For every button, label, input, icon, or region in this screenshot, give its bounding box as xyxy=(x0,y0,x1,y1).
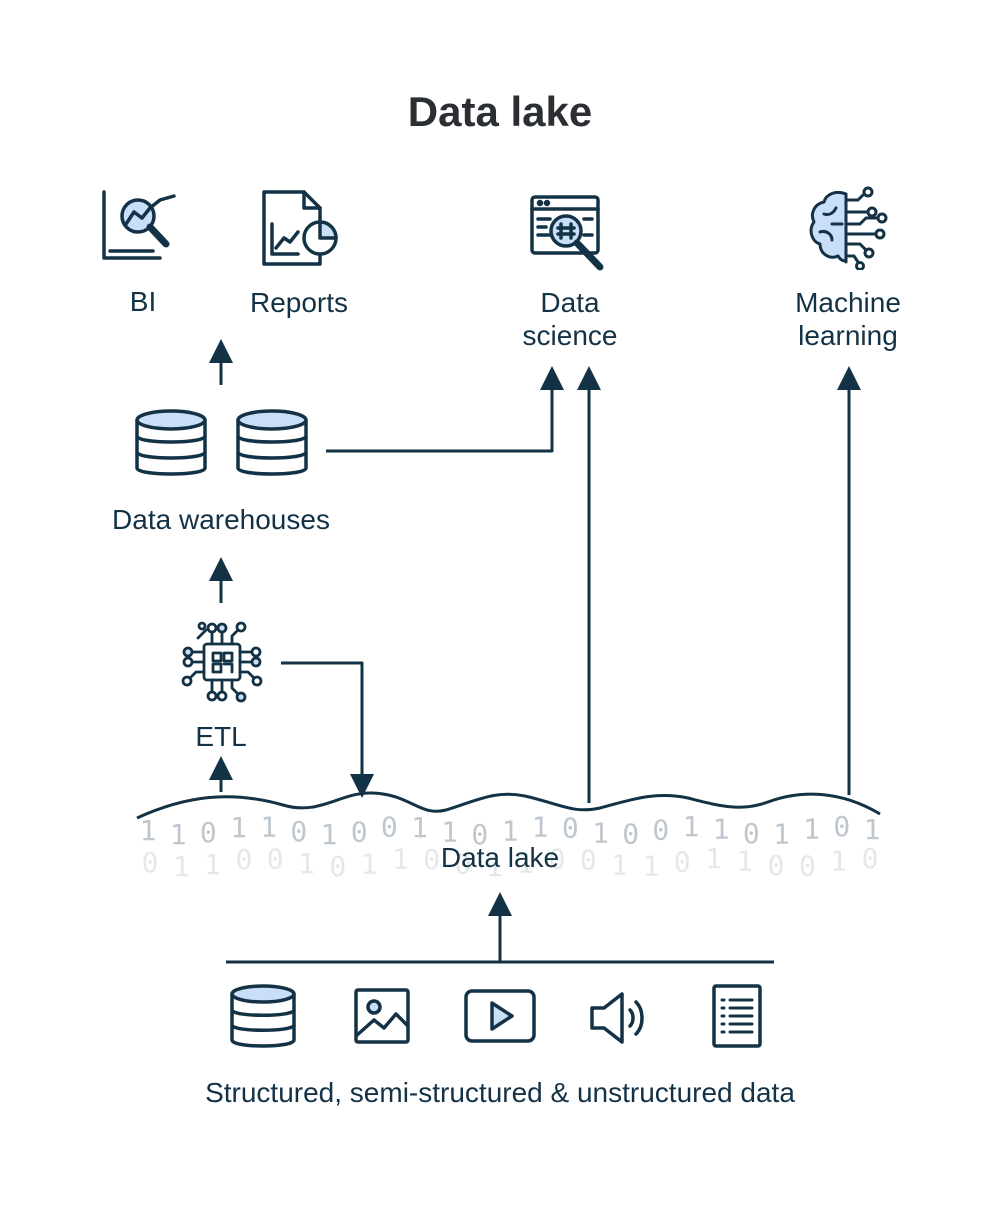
binary-top-digit: 0 xyxy=(833,810,850,843)
machine-learning-label-line-1: Machine xyxy=(795,287,901,318)
lake-wave xyxy=(136,791,881,820)
circuit-chip-icon xyxy=(181,621,263,703)
binary-top-digit: 0 xyxy=(471,818,488,851)
binary-top-digit: 0 xyxy=(652,814,669,847)
binary-top-digit: 0 xyxy=(200,816,217,849)
binary-bottom-digit: 0 xyxy=(799,849,816,882)
data-science-label: Data science xyxy=(490,286,650,352)
database-icon xyxy=(135,409,207,476)
binary-top-digit: 0 xyxy=(562,812,579,845)
database-icon xyxy=(236,409,308,476)
binary-bottom-digit: 1 xyxy=(204,848,221,881)
reports-label: Reports xyxy=(249,287,349,318)
diagram-title: Data lake xyxy=(407,88,593,135)
arrow-warehouses-to-data-science xyxy=(326,366,564,453)
binary-top-digit: 1 xyxy=(321,818,338,851)
binary-bottom-digit: 1 xyxy=(642,850,659,883)
arrow-etl-to-lake xyxy=(281,661,374,798)
binary-bottom-digit: 1 xyxy=(830,845,847,878)
binary-bottom-digit: 1 xyxy=(611,848,628,881)
binary-bottom-digit: 0 xyxy=(580,844,597,877)
binary-top-digit: 0 xyxy=(381,811,398,844)
audio-speaker-icon xyxy=(590,992,644,1044)
binary-top-digit: 1 xyxy=(773,817,790,850)
chart-magnifier-icon xyxy=(102,190,176,260)
binary-bottom-digit: 1 xyxy=(705,842,722,875)
binary-bottom-digit: 1 xyxy=(173,850,190,883)
binary-top-digit: 1 xyxy=(502,814,519,847)
data-science-label-line-2: science xyxy=(522,320,618,351)
binary-top-digit: 1 xyxy=(260,811,277,844)
binary-top-digit: 1 xyxy=(411,811,428,844)
machine-learning-label: Machine learning xyxy=(758,286,938,352)
binary-bottom-digit: 0 xyxy=(423,843,440,876)
binary-top-digit: 1 xyxy=(803,813,820,846)
data-warehouses-label: Data warehouses xyxy=(112,504,330,535)
binary-bottom-digit: 1 xyxy=(736,844,753,877)
database-icon xyxy=(230,984,296,1048)
binary-top-digit: 1 xyxy=(170,818,187,851)
binary-top-digit: 1 xyxy=(864,813,881,846)
binary-top-digit: 1 xyxy=(441,816,458,849)
binary-top-digit: 1 xyxy=(230,811,247,844)
binary-bottom-digit: 1 xyxy=(298,847,315,880)
bi-label: BI xyxy=(129,286,157,317)
binary-top-digit: 1 xyxy=(140,814,157,847)
binary-bottom-digit: 0 xyxy=(235,843,252,876)
binary-bottom-digit: 1 xyxy=(392,843,409,876)
binary-bottom-digit: 1 xyxy=(361,847,378,880)
binary-bottom-digit: 1 xyxy=(517,846,534,879)
binary-top-digit: 0 xyxy=(622,818,639,851)
binary-bottom-digit: 0 xyxy=(768,849,785,882)
binary-top-digit: 1 xyxy=(532,810,549,843)
binary-top-digit: 0 xyxy=(351,815,368,848)
binary-bottom-digit: 0 xyxy=(329,850,346,883)
binary-top-digit: 1 xyxy=(683,810,700,843)
binary-bottom-digit: 0 xyxy=(267,843,284,876)
binary-bottom-digit: 0 xyxy=(549,842,566,875)
binary-bottom-digit: 1 xyxy=(486,850,503,883)
binary-top-digit: 0 xyxy=(290,815,307,848)
code-window-magnifier-icon xyxy=(530,195,604,271)
binary-top-digit: 1 xyxy=(713,812,730,845)
video-play-icon xyxy=(464,989,536,1043)
text-document-icon xyxy=(712,984,762,1048)
circuit-brain-icon xyxy=(809,186,888,270)
etl-label: ETL xyxy=(195,721,247,752)
data-science-label-line-1: Data xyxy=(540,287,600,318)
binary-top-digit: 1 xyxy=(592,816,609,849)
binary-bottom-digit: 0 xyxy=(862,842,879,875)
report-document-icon xyxy=(262,190,338,266)
binary-bottom-digit: 0 xyxy=(455,848,472,881)
binary-bottom-digit: 0 xyxy=(674,846,691,879)
sources-label: Structured, semi-structured & unstructur… xyxy=(205,1077,795,1108)
data-lake-label: Data lake xyxy=(440,842,560,873)
machine-learning-label-line-2: learning xyxy=(798,320,898,351)
binary-top-digit: 0 xyxy=(743,817,760,850)
binary-bottom-digit: 0 xyxy=(142,846,159,879)
image-icon xyxy=(354,988,410,1044)
